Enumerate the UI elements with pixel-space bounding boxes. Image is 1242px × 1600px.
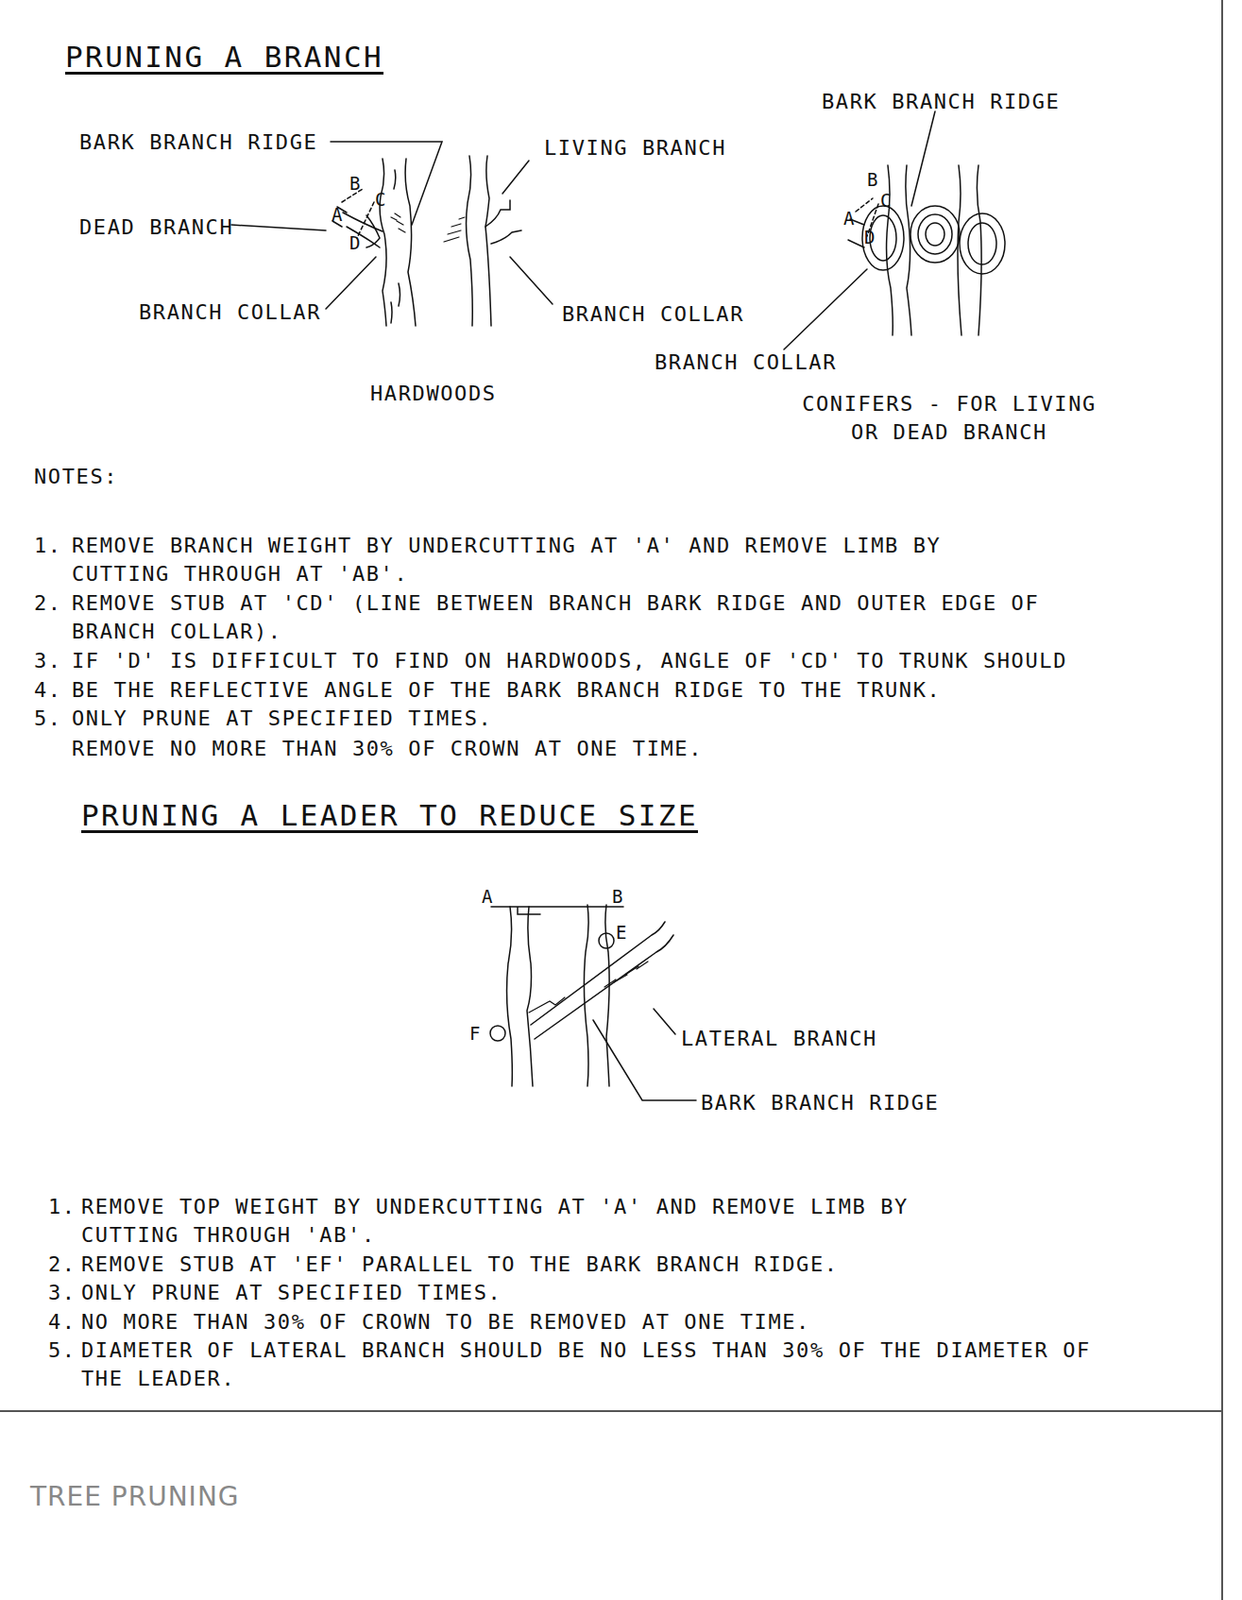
- point-letter: B: [349, 172, 360, 194]
- label-text: HARDWOODS: [370, 379, 497, 409]
- point-letter: A: [331, 204, 342, 225]
- label-text: REMOVE NO MORE THAN 30% OF CROWN AT ONE …: [71, 734, 703, 764]
- label-text: LATERAL BRANCH: [680, 1024, 878, 1054]
- label-text: REMOVE BRANCH WEIGHT BY UNDERCUTTING AT …: [71, 531, 946, 589]
- point-letter: B: [867, 169, 878, 190]
- label-text: BRANCH COLLAR: [561, 300, 745, 329]
- point-letter: D: [349, 232, 360, 254]
- point-letter: A: [481, 885, 493, 907]
- label-text: BRANCH COLLAR: [138, 298, 322, 327]
- section-heading: PRUNING A LEADER TO REDUCE SIZE: [81, 796, 698, 834]
- note-number: 1.: [48, 1192, 77, 1222]
- label-text: REMOVE STUB AT 'EF' PARALLEL TO THE BARK…: [81, 1250, 839, 1279]
- section-heading: PRUNING A BRANCH: [65, 37, 384, 76]
- label-text: NOTES:: [34, 462, 119, 492]
- label-text: BARK BRANCH RIDGE: [700, 1088, 939, 1118]
- label-text: REMOVE TOP WEIGHT BY UNDERCUTTING AT 'A'…: [81, 1192, 955, 1250]
- label-text: REMOVE STUB AT 'CD' (LINE BETWEEN BRANCH…: [71, 589, 1040, 647]
- point-letter: E: [615, 921, 627, 943]
- label-text: BE THE REFLECTIVE ANGLE OF THE BARK BRAN…: [71, 676, 941, 705]
- label-text: ONLY PRUNE AT SPECIFIED TIMES.: [71, 704, 493, 733]
- point-letter: A: [843, 207, 854, 229]
- point-letter: B: [612, 885, 623, 907]
- label-text: BARK BRANCH RIDGE: [821, 87, 1060, 117]
- label-text: CONIFERS - FOR LIVING OR DEAD BRANCH: [783, 390, 1115, 447]
- label-text: DIAMETER OF LATERAL BRANCH SHOULD BE NO …: [81, 1336, 1092, 1394]
- point-letter: D: [864, 226, 875, 248]
- title-block-caption: TREE PRUNING: [30, 1480, 240, 1514]
- note-number: 4.: [48, 1308, 77, 1337]
- note-number: 5.: [48, 1336, 77, 1365]
- note-number: 1.: [34, 531, 63, 561]
- note-number: 2.: [48, 1250, 77, 1279]
- point-letter: F: [469, 1022, 480, 1044]
- label-text: LIVING BRANCH: [544, 134, 727, 163]
- label-text: BRANCH COLLAR: [654, 348, 837, 377]
- label-text: ONLY PRUNE AT SPECIFIED TIMES.: [81, 1278, 502, 1308]
- note-number: 3.: [34, 646, 63, 676]
- point-letter: C: [880, 189, 891, 211]
- label-text: IF 'D' IS DIFFICULT TO FIND ON HARDWOODS…: [71, 646, 1068, 676]
- note-number: 3.: [48, 1278, 77, 1308]
- label-text: BARK BRANCH RIDGE: [79, 128, 318, 157]
- note-number: 5.: [34, 704, 63, 733]
- note-number: 2.: [34, 589, 63, 618]
- note-number: 4.: [34, 676, 63, 705]
- point-letter: C: [374, 188, 386, 210]
- label-text: DEAD BRANCH: [79, 213, 234, 242]
- label-text: NO MORE THAN 30% OF CROWN TO BE REMOVED …: [81, 1308, 811, 1337]
